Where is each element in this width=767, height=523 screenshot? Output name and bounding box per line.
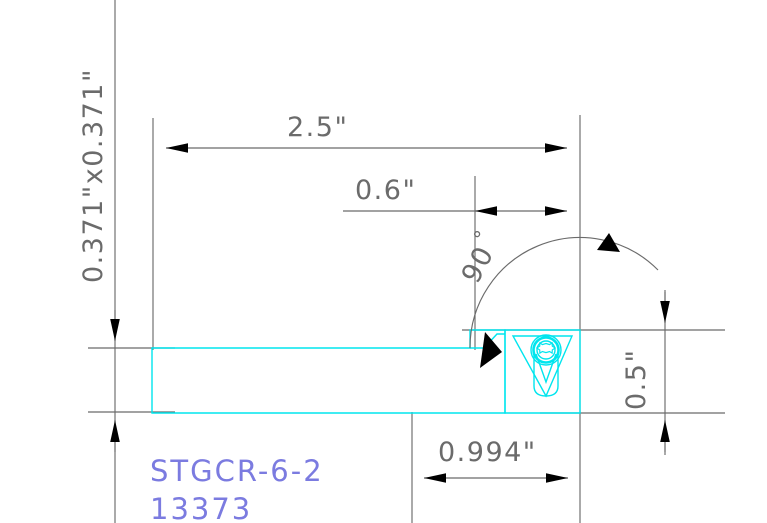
screw-ring-circle <box>532 336 560 364</box>
angle-arrow-upper <box>597 233 620 252</box>
insert-seat-slot <box>533 352 559 397</box>
head-block-outline <box>504 329 581 414</box>
dimension-label-lead-angle: 90 <box>456 241 501 289</box>
extension-lines <box>88 0 725 523</box>
dimension-label-head-width: 0.994" <box>438 437 537 468</box>
screw-torx-socket <box>535 341 557 355</box>
screw-inner-circle <box>536 340 556 360</box>
angle-arc <box>469 236 659 349</box>
insert-seat-vee <box>535 353 557 385</box>
dimension-label-head-height: 0.5" <box>621 349 652 410</box>
dimension-lead-angle <box>469 233 659 368</box>
part-number-label: 13373 <box>150 492 252 523</box>
dimension-label-lead-angle-group: 90 ° <box>456 225 501 289</box>
screw-outer-circle <box>530 334 562 366</box>
part-model-label: STGCR-6-2 <box>150 454 324 488</box>
dimension-label-overall-length: 2.5" <box>287 112 348 143</box>
shank-outline <box>151 329 506 414</box>
dimension-label-shank-cross-section: 0.371"x0.371" <box>78 68 109 283</box>
dimension-label-head-offset: 0.6" <box>355 175 416 206</box>
angle-arrow-lower <box>480 332 502 368</box>
part-geometry <box>151 329 581 414</box>
